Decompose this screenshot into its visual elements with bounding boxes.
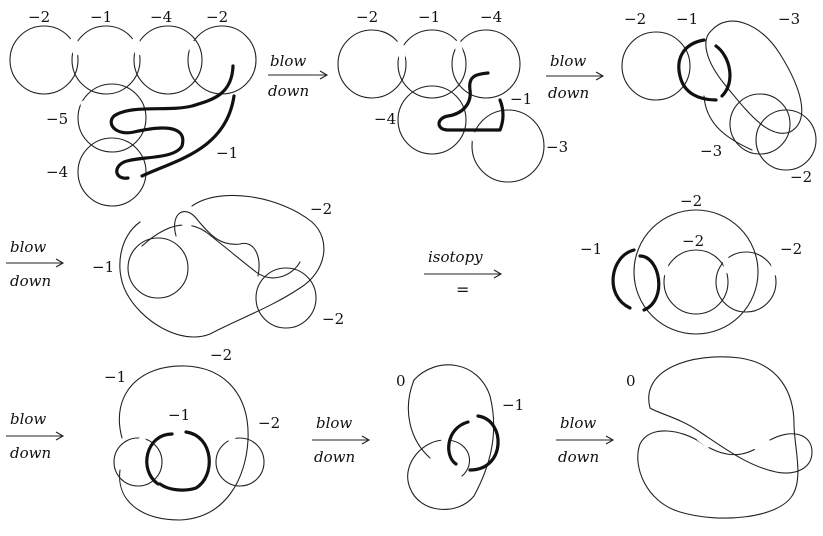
framing-label: −1 [676, 10, 698, 28]
framing-label: −1 [510, 90, 532, 108]
blow-down-arrow: blow down [556, 414, 613, 466]
framing-label: −5 [46, 110, 68, 128]
unknot-component [398, 30, 466, 98]
framing-label: −2 [206, 8, 228, 26]
arrow-label-bottom: down [558, 448, 599, 466]
diagram-3: −2 −1 −3 −3 −2 [622, 10, 816, 186]
framing-label: 0 [396, 372, 406, 390]
long-loop-component [706, 21, 802, 133]
figure-loop-inner [408, 380, 430, 458]
unknot-component [216, 438, 264, 486]
framing-label: −3 [778, 10, 800, 28]
thick-unknot-right [640, 256, 659, 310]
unknot-component [452, 30, 520, 98]
arrow-label-bottom: down [548, 84, 589, 102]
diagram-8-final-knot: 0 [626, 357, 812, 518]
arrow-label-bottom: down [314, 448, 355, 466]
framing-label: −1 [418, 8, 440, 26]
unknot-component [472, 110, 544, 182]
diagram-2: −2 −1 −4 −1 −4 −3 [338, 8, 568, 182]
arrow-label-top: blow [560, 414, 596, 432]
framing-label: −2 [258, 414, 280, 432]
framing-label: −2 [682, 232, 704, 250]
unknot-component [78, 138, 146, 206]
framing-label: −2 [28, 8, 50, 26]
framing-label: −2 [356, 8, 378, 26]
arrow-label-top: blow [10, 238, 46, 256]
middle-unknot [664, 250, 728, 314]
arrow-label-top: blow [270, 52, 306, 70]
thick-unknot-right [470, 416, 498, 470]
thick-unknot-arc [716, 46, 730, 96]
framing-label: −1 [502, 396, 524, 414]
diagram-5: −2 −1 −2 −2 [580, 192, 802, 334]
outer-loop-component [119, 366, 248, 520]
unknot-component [128, 238, 188, 298]
framing-label: −1 [90, 8, 112, 26]
framing-label: −2 [210, 346, 232, 364]
outer-unknot [634, 210, 758, 334]
arrow-label-top: blow [316, 414, 352, 432]
framing-label: −4 [480, 8, 502, 26]
blow-down-arrow: blow down [312, 414, 369, 466]
framing-label: −1 [216, 144, 238, 162]
unknot-component [72, 26, 140, 94]
framing-label: −2 [310, 200, 332, 218]
knot-strand [650, 408, 812, 473]
unknot-component [188, 26, 256, 94]
framing-label: 0 [626, 372, 636, 390]
blow-down-arrow: blow down [546, 52, 603, 102]
framing-label: −4 [46, 163, 68, 181]
thick-unknot-left [613, 250, 634, 308]
equals-sign: = [456, 280, 469, 299]
framing-label: −4 [374, 110, 396, 128]
framing-label: −3 [700, 142, 722, 160]
arrow-label-bottom: down [10, 444, 51, 462]
isotopy-arrow: isotopy = [424, 248, 501, 299]
framing-label: −4 [150, 8, 172, 26]
unknot-component [114, 438, 162, 486]
framing-label: −1 [92, 258, 114, 276]
framing-label: −1 [104, 368, 126, 386]
blow-down-arrow: blow down [6, 238, 63, 290]
blow-down-arrow: blow down [268, 52, 327, 100]
thick-unknot [679, 40, 716, 100]
unknot-component [10, 26, 78, 94]
framing-label: −2 [680, 192, 702, 210]
arrow-label-top: isotopy [428, 248, 483, 266]
framing-label: −1 [580, 240, 602, 258]
diagram-1-linear-chain: −2 −1 −4 −2 −5 −4 −1 [10, 8, 256, 206]
diagram-7: 0 −1 [396, 365, 524, 510]
framing-label: −1 [168, 406, 190, 424]
arrow-label-top: blow [10, 410, 46, 428]
arrow-label-top: blow [550, 52, 586, 70]
framing-label: −2 [790, 168, 812, 186]
diagram-6: −1 −1 −2 [104, 366, 280, 520]
unknot-component [338, 30, 406, 98]
framing-label: −2 [780, 240, 802, 258]
framing-label: −2 [624, 10, 646, 28]
thick-knot-component [439, 73, 503, 130]
thick-knot-component [111, 66, 233, 178]
diagram-4: −2 −1 −2 −2 [92, 195, 344, 364]
blow-down-arrow: blow down [6, 410, 63, 462]
unknot-component [398, 86, 466, 154]
thick-unknot-right [160, 432, 209, 490]
arrow-label-bottom: down [268, 82, 309, 100]
unknot-component [134, 26, 202, 94]
framing-label: −2 [322, 310, 344, 328]
arrow-label-bottom: down [10, 272, 51, 290]
framing-label: −3 [546, 138, 568, 156]
